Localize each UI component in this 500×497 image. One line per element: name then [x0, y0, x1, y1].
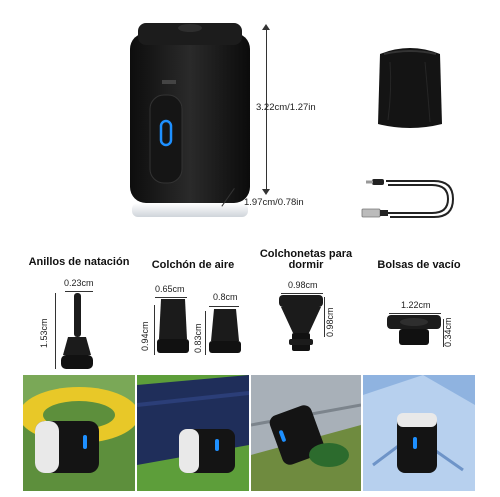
- funnel-nozzle-icon: [279, 295, 323, 351]
- wide-nozzle-icon-a: [157, 299, 189, 353]
- nozzle-dimension-top: 0.98cm: [288, 280, 318, 290]
- nozzle-dimension-top-a: 0.65cm: [155, 284, 185, 294]
- use-photo: [251, 375, 361, 491]
- wide-nozzle-icon-b: [209, 309, 241, 353]
- use-card-title: Anillos de natación: [28, 256, 130, 268]
- use-card-title: Bolsas de vacío: [377, 259, 461, 271]
- nozzle-dimension-side-b: 0.83cm: [193, 323, 203, 353]
- use-photo: [137, 375, 249, 491]
- nozzle-dimension-top: 1.22cm: [401, 300, 431, 310]
- height-arrow-bottom: [262, 189, 270, 195]
- width-dimension-label: 1.97cm/0.78in: [244, 197, 304, 208]
- use-photo: [23, 375, 135, 491]
- height-dimension-label: 3.22cm/1.27in: [256, 102, 316, 113]
- nozzle-dimension-top-b: 0.8cm: [213, 292, 238, 302]
- height-arrow-top: [262, 24, 270, 30]
- nozzle-dimension-side: 0.34cm: [443, 317, 453, 347]
- storage-pouch-image: [378, 48, 442, 128]
- nozzle-dimension-side: 1.53cm: [39, 318, 49, 348]
- air-pump-device-image: [130, 23, 250, 217]
- use-card-title: Colchón de aire: [151, 259, 235, 271]
- use-card-title: Colchonetas para dormir: [259, 248, 353, 271]
- uses-section: Anillos de natación 0.23cm 1.53cm Colchó…: [0, 249, 500, 491]
- nozzle-dimension-top: 0.23cm: [64, 278, 94, 288]
- power-button-led: [159, 119, 173, 147]
- use-card-vacuum-bags: Bolsas de vacío 1.22cm 0.34cm: [363, 249, 475, 491]
- flat-nozzle-icon: [387, 315, 441, 345]
- use-card-sleeping-pads: Colchonetas para dormir 0.98cm 0.98cm: [251, 249, 361, 491]
- thin-nozzle-icon: [61, 293, 93, 369]
- nozzle-dimension-side-a: 0.94cm: [140, 321, 150, 351]
- use-card-air-mattress: Colchón de aire 0.65cm 0.94cm 0.8cm 0.83…: [137, 249, 249, 491]
- nozzle-dimension-side: 0.98cm: [325, 307, 335, 337]
- use-photo: [363, 375, 475, 491]
- use-card-swim-rings: Anillos de natación 0.23cm 1.53cm: [23, 249, 135, 491]
- product-hero: [120, 15, 260, 225]
- usb-cable-image: [361, 179, 455, 218]
- height-dimension-line: [266, 28, 267, 193]
- device-body: [130, 33, 250, 203]
